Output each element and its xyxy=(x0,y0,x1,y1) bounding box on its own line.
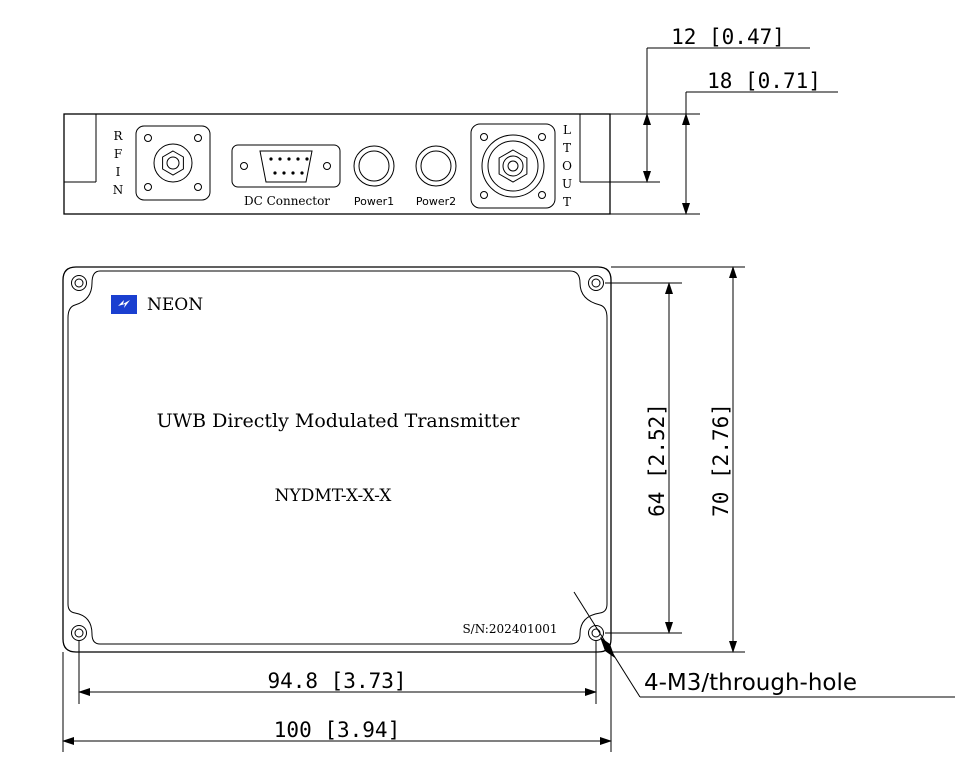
neon-logo-icon xyxy=(111,295,137,314)
rf-in-connector xyxy=(135,125,211,201)
mounting-hole-bottom-left xyxy=(71,625,87,641)
power2-label: Power2 xyxy=(416,195,456,208)
svg-text:F: F xyxy=(114,147,122,161)
enclosure-outline xyxy=(62,266,612,653)
dc-connector-label: DC Connector xyxy=(244,194,330,208)
dimension-18-label: 18 [0.71] xyxy=(707,69,821,93)
dimension-100: 100 [3.94] xyxy=(62,718,612,745)
mounting-hole-top-left xyxy=(71,275,87,291)
brand-name: NEON xyxy=(147,295,203,315)
hole-callout: 4-M3/through-hole xyxy=(573,591,955,698)
dimension-64-label: 64 [2.52] xyxy=(645,403,669,517)
rf-in-label: R F I N xyxy=(113,129,124,197)
dimension-70-label: 70 [2.76] xyxy=(709,403,733,517)
svg-text:T: T xyxy=(563,141,571,155)
dimension-100-label: 100 [3.94] xyxy=(274,718,400,742)
lt-out-connector xyxy=(470,123,556,209)
dimension-94-8-label: 94.8 [3.73] xyxy=(267,669,406,693)
power1-label: Power1 xyxy=(354,195,394,208)
model-number: NYDMT-X-X-X xyxy=(275,486,393,506)
svg-text:U: U xyxy=(562,177,572,191)
power2-connector xyxy=(415,145,457,187)
top-view: NEON UWB Directly Modulated Transmitter … xyxy=(62,266,612,653)
svg-text:R: R xyxy=(113,129,123,143)
front-panel-view: R F I N xyxy=(63,113,700,215)
lid-outline xyxy=(67,270,608,645)
product-title: UWB Directly Modulated Transmitter xyxy=(157,410,521,432)
power1-connector xyxy=(353,145,395,187)
dimension-64: 64 [2.52] xyxy=(645,282,673,634)
mounting-hole-top-right xyxy=(588,275,604,291)
dimension-70: 70 [2.76] xyxy=(709,266,737,653)
dimension-12-label: 12 [0.47] xyxy=(671,25,785,49)
svg-text:T: T xyxy=(563,195,571,209)
dimension-94-8: 94.8 [3.73] xyxy=(78,669,597,696)
dc-connector xyxy=(231,144,341,188)
dimension-12: 12 [0.47] xyxy=(643,25,810,183)
svg-text:O: O xyxy=(562,159,572,173)
lt-out-label: L T O U T xyxy=(562,123,572,209)
svg-text:N: N xyxy=(113,183,124,197)
hole-callout-label: 4-M3/through-hole xyxy=(644,670,857,696)
dimension-18: 18 [0.71] xyxy=(682,69,838,215)
serial-number: S/N:202401001 xyxy=(462,622,557,636)
svg-text:I: I xyxy=(116,165,121,179)
svg-text:L: L xyxy=(563,123,571,137)
front-panel-outline xyxy=(63,113,611,215)
